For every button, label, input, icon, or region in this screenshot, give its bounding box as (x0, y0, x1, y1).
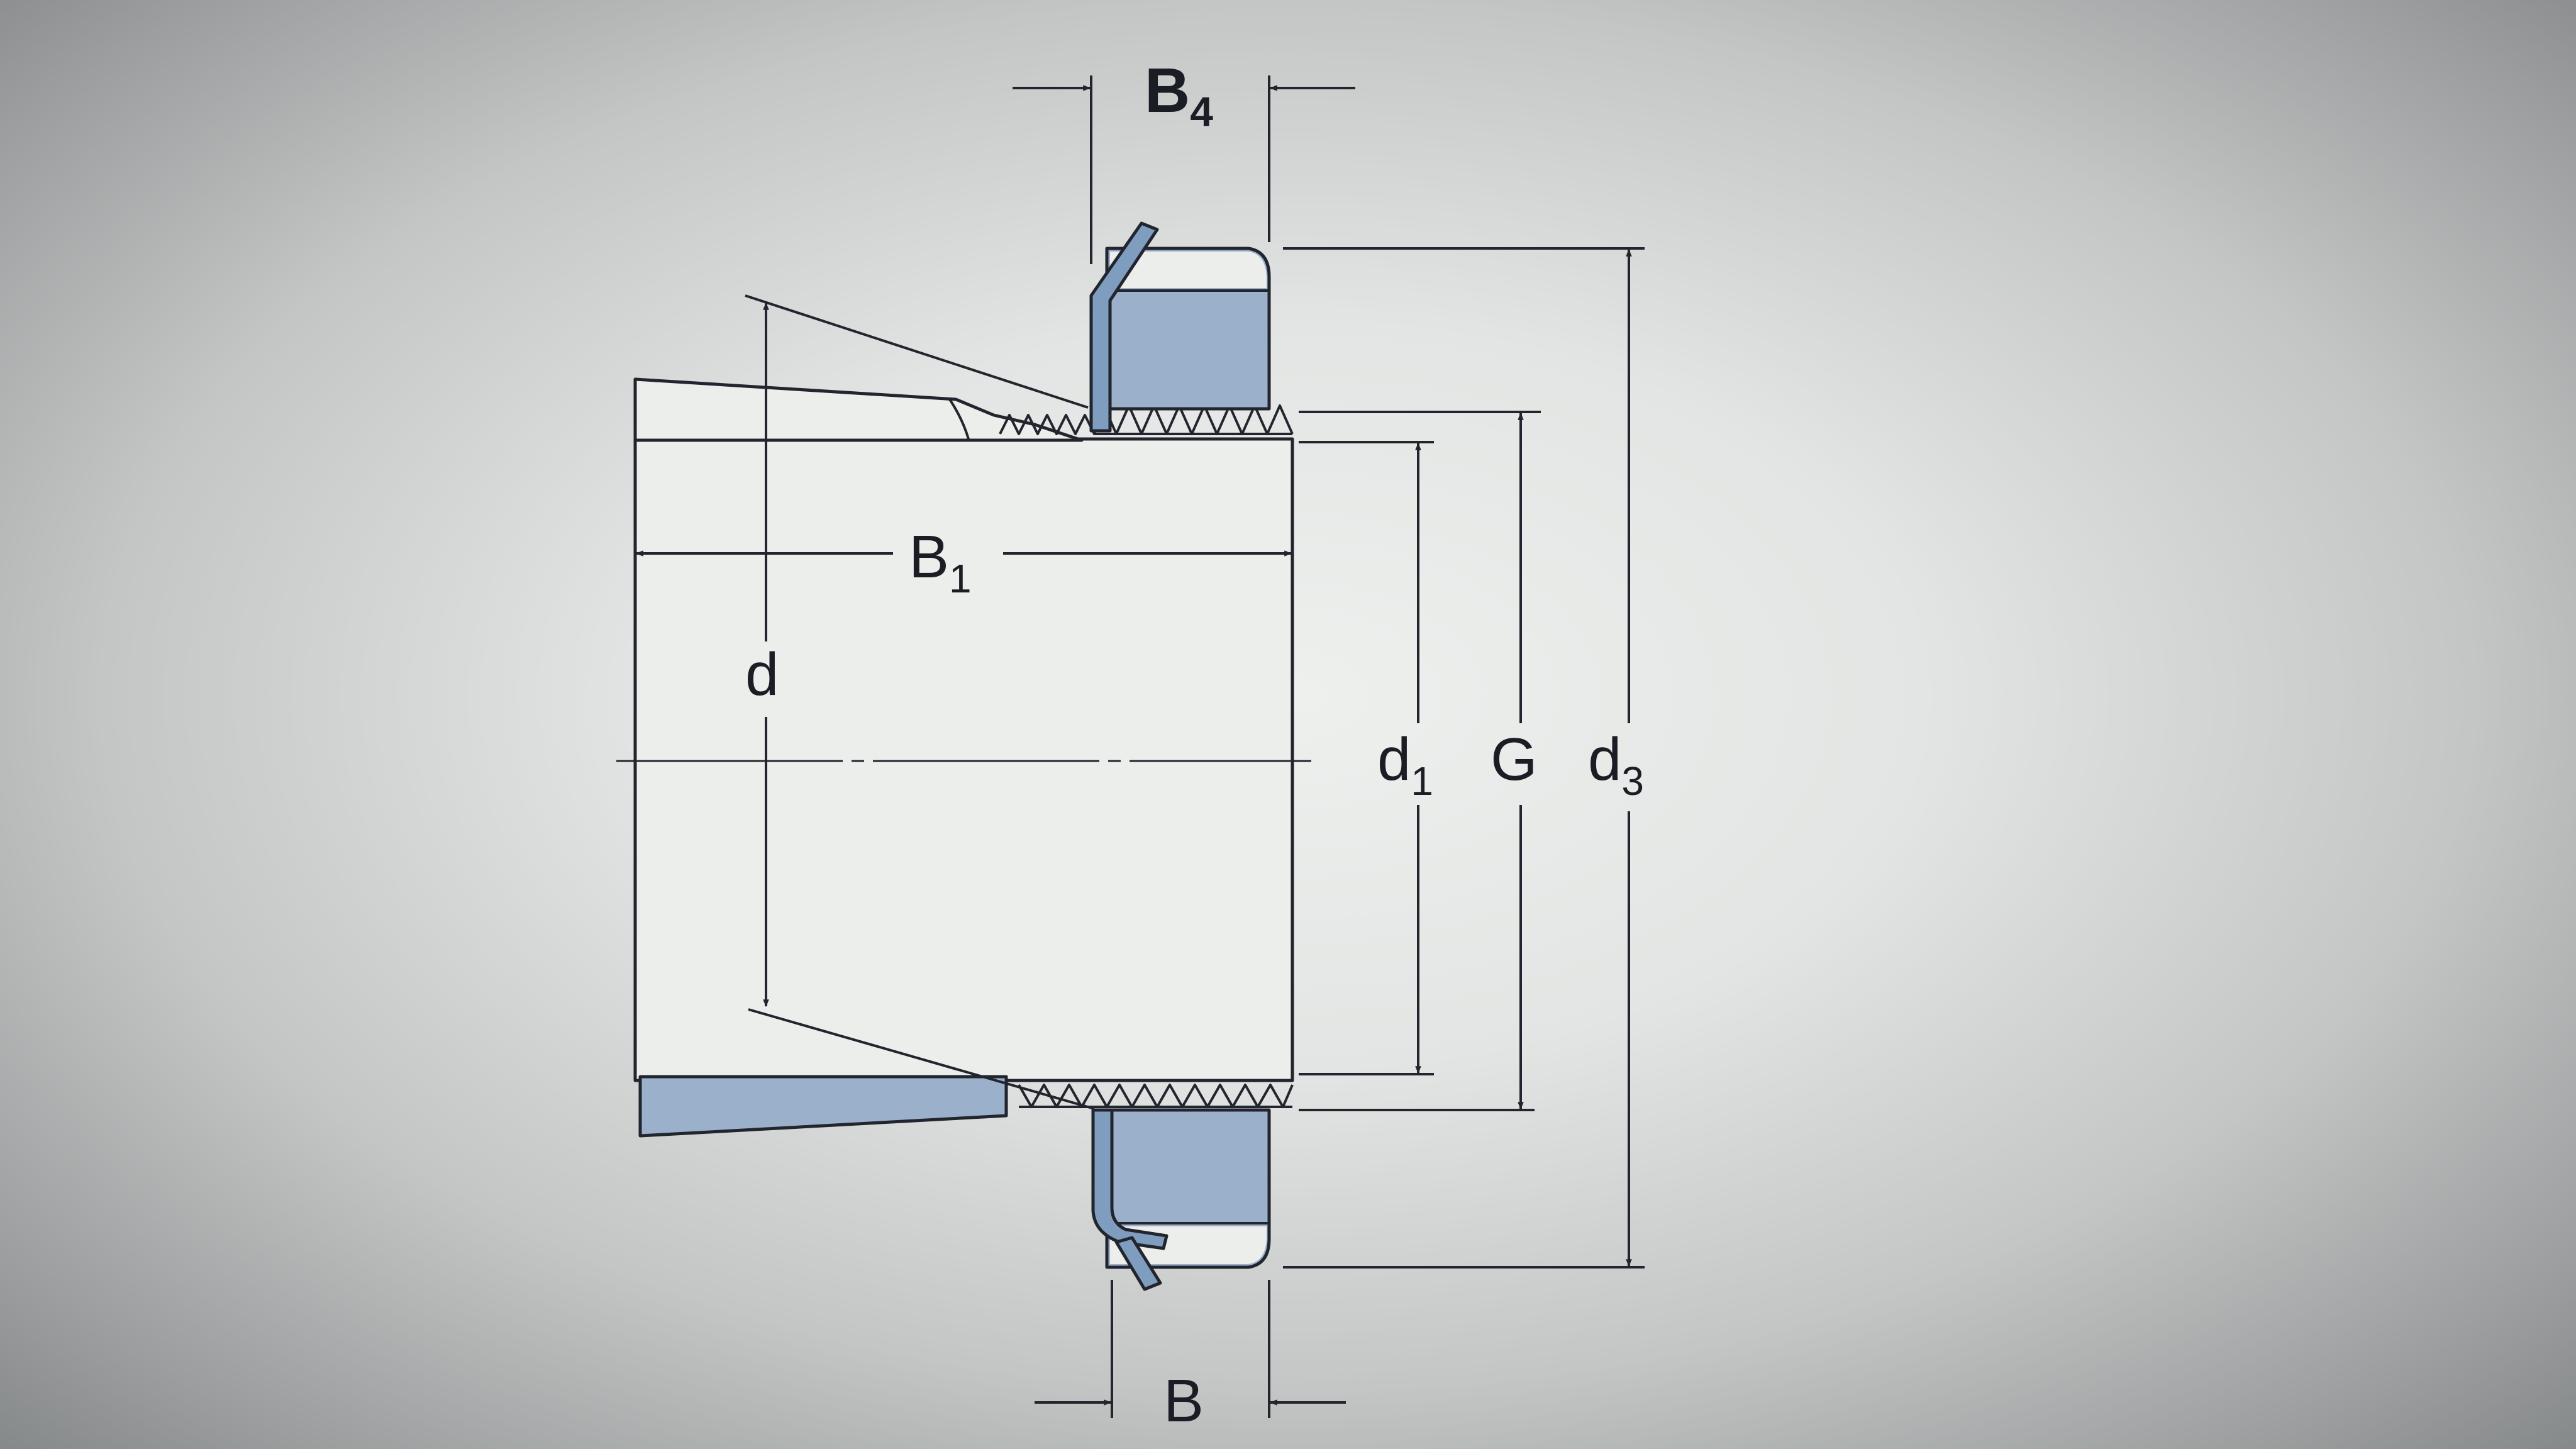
label-b1: B1 (909, 523, 972, 601)
lock-washer-top (1089, 221, 1159, 433)
label-d1: d1 (1377, 726, 1433, 804)
thread-bottom (1018, 1084, 1294, 1108)
lock-nut-top (1105, 247, 1271, 411)
label-b: B (1163, 1367, 1204, 1435)
sleeve-taper-bottom (638, 1075, 1008, 1138)
sleeve-groove-top (948, 398, 970, 440)
label-b4: B4 (1145, 55, 1213, 135)
taper-line-top (745, 294, 1089, 409)
lock-nut-top-highlight (1110, 252, 1267, 288)
lock-washer-bottom-tab (1114, 1236, 1162, 1291)
taper-line-bottom (748, 1008, 1095, 1110)
label-g: G (1491, 726, 1538, 793)
lock-washer-bottom (1091, 1108, 1169, 1250)
sleeve-body (633, 437, 1294, 1082)
sleeve-taper-top (633, 377, 1084, 442)
label-d: d (745, 641, 779, 708)
label-d3: d3 (1588, 726, 1644, 804)
